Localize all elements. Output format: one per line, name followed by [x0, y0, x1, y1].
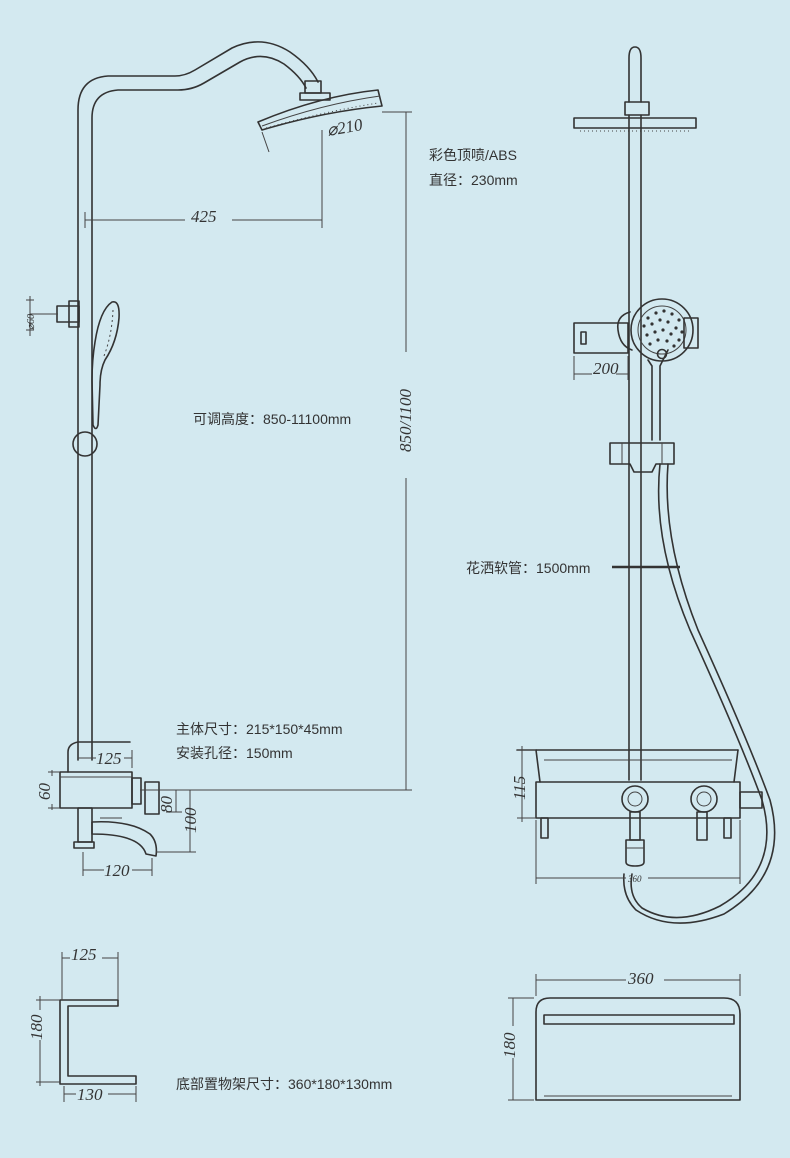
dim-130-shelf-label: 130: [77, 1085, 103, 1104]
slider-bracket-front: [609, 442, 675, 473]
diverter-box: [573, 311, 633, 354]
note-install-hole: 安装孔径：150mm: [176, 745, 293, 761]
note-shelf-size: 底部置物架尺寸：360*180*130mm: [176, 1076, 392, 1092]
handheld-head-front: [630, 298, 694, 441]
shelf-side-view: 125 180 130: [27, 945, 137, 1104]
bottom-shelf-front: [516, 749, 739, 783]
dim-360-small: 360: [535, 820, 741, 884]
dim-120-label: 120: [104, 861, 130, 880]
shower-hose: [622, 463, 776, 924]
nozzle-dots: [642, 309, 684, 348]
dim-60-label: 60: [35, 783, 54, 801]
dim-180-shelf-label: 180: [27, 1014, 46, 1040]
note-adjust-height: 可调高度：850-11100mm: [193, 411, 351, 427]
riser-pipe-inner: [91, 55, 307, 761]
dim-115: 115: [510, 746, 536, 822]
handheld-holder-side: [56, 300, 98, 457]
dim-180-top-label: 180: [500, 1032, 519, 1058]
dim-425: 425: [84, 130, 323, 228]
dim-200: 200: [573, 356, 629, 380]
front-view: 200 花洒软管：1500mm: [466, 46, 776, 924]
riser-pipe: [77, 41, 319, 761]
dim-125-label: 125: [96, 749, 122, 768]
dim-125-shelf-label: 125: [71, 945, 97, 964]
dim-360-top-label: 360: [627, 969, 654, 988]
mixer-body-front: [535, 781, 763, 867]
side-view: ⌀60 425 ⌀210 850/1100: [26, 41, 415, 880]
dim-115-label: 115: [510, 776, 529, 800]
dim-120: 120: [82, 852, 153, 880]
dim-60-circle-label: ⌀60: [26, 314, 37, 330]
note-head-diameter: 直径：230mm: [429, 172, 518, 188]
dim-60-circle: ⌀60: [26, 296, 58, 336]
dim-850-1100: 850/1100: [150, 111, 415, 791]
dim-60: 60: [35, 770, 60, 810]
dim-100-label: 100: [181, 807, 200, 833]
top-shower-head-side: [257, 80, 383, 153]
dim-80-label: 80: [157, 796, 176, 814]
dim-210-label: ⌀210: [325, 115, 364, 140]
dim-100: 100: [156, 790, 200, 853]
shelf-top-view: 360 180: [500, 969, 741, 1101]
dim-360-small-label: 360: [627, 874, 642, 884]
dim-425-label: 425: [191, 207, 217, 226]
mixer-body-side: [59, 741, 166, 857]
dim-80: 80: [157, 790, 182, 813]
dim-850-1100-label: 850/1100: [396, 389, 415, 452]
note-head-material: 彩色顶喷/ABS: [429, 147, 517, 163]
note-hose: 花洒软管：1500mm: [466, 560, 590, 576]
handheld-shower-side: [91, 301, 120, 430]
dim-125: 125: [78, 749, 133, 768]
dim-200-label: 200: [593, 359, 619, 378]
note-body-size: 主体尺寸：215*150*45mm: [176, 721, 343, 737]
